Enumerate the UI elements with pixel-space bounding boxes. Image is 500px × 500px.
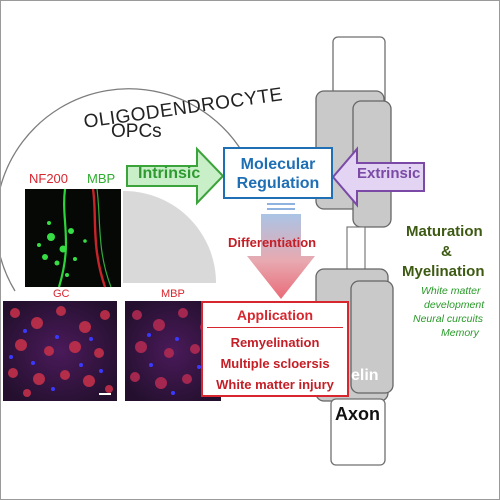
axon-label: Axon: [335, 404, 380, 424]
application-title: Application: [207, 306, 343, 328]
note-memory: Memory: [441, 327, 479, 339]
micrograph-nf200-mbp: [25, 188, 121, 288]
differentiation-arrow: [247, 203, 315, 299]
application-item: Remyelination: [230, 335, 320, 350]
myelin-label: elin: [351, 367, 379, 384]
extrinsic-arrow: [331, 146, 425, 208]
mbp-bottom-label: MBP: [161, 288, 185, 300]
application-item: Multiple scloersis: [220, 356, 330, 371]
maturation-label: Maturation: [406, 223, 483, 240]
extrinsic-label: Extrinsic: [357, 165, 421, 182]
nf200-label: NF200: [29, 171, 69, 186]
regulation-label: Regulation: [236, 175, 320, 192]
micrograph-gc: [3, 301, 117, 401]
myelin-sheath-lower-front: [350, 280, 394, 394]
myelination-label: Myelination: [402, 263, 485, 280]
opcs-label: OPCs: [111, 121, 162, 142]
cell-body-shape: [123, 190, 217, 283]
molecular-regulation-box: Molecular Regulation: [223, 147, 333, 199]
intrinsic-arrow: [126, 146, 225, 206]
note-white-matter: White matter: [421, 285, 481, 297]
axon-segment-bottom: [330, 398, 386, 466]
note-development: development: [424, 299, 485, 311]
mbp-top-label: MBP: [87, 171, 116, 186]
intrinsic-label: Intrinsic: [138, 165, 201, 182]
gc-label: GC: [53, 288, 70, 300]
oligodendrocyte-arc: [1, 88, 244, 292]
application-item: White matter injury: [216, 377, 334, 392]
ampersand-label: &: [441, 243, 452, 260]
application-box: Application Remyelination Multiple scloe…: [201, 301, 349, 397]
note-neural-circuits: Neural curcuits: [413, 313, 484, 325]
axon-column: [315, 36, 394, 466]
axon-node: [346, 226, 366, 274]
molecular-label: Molecular: [240, 156, 316, 173]
differentiation-label: Differentiation: [228, 235, 317, 250]
